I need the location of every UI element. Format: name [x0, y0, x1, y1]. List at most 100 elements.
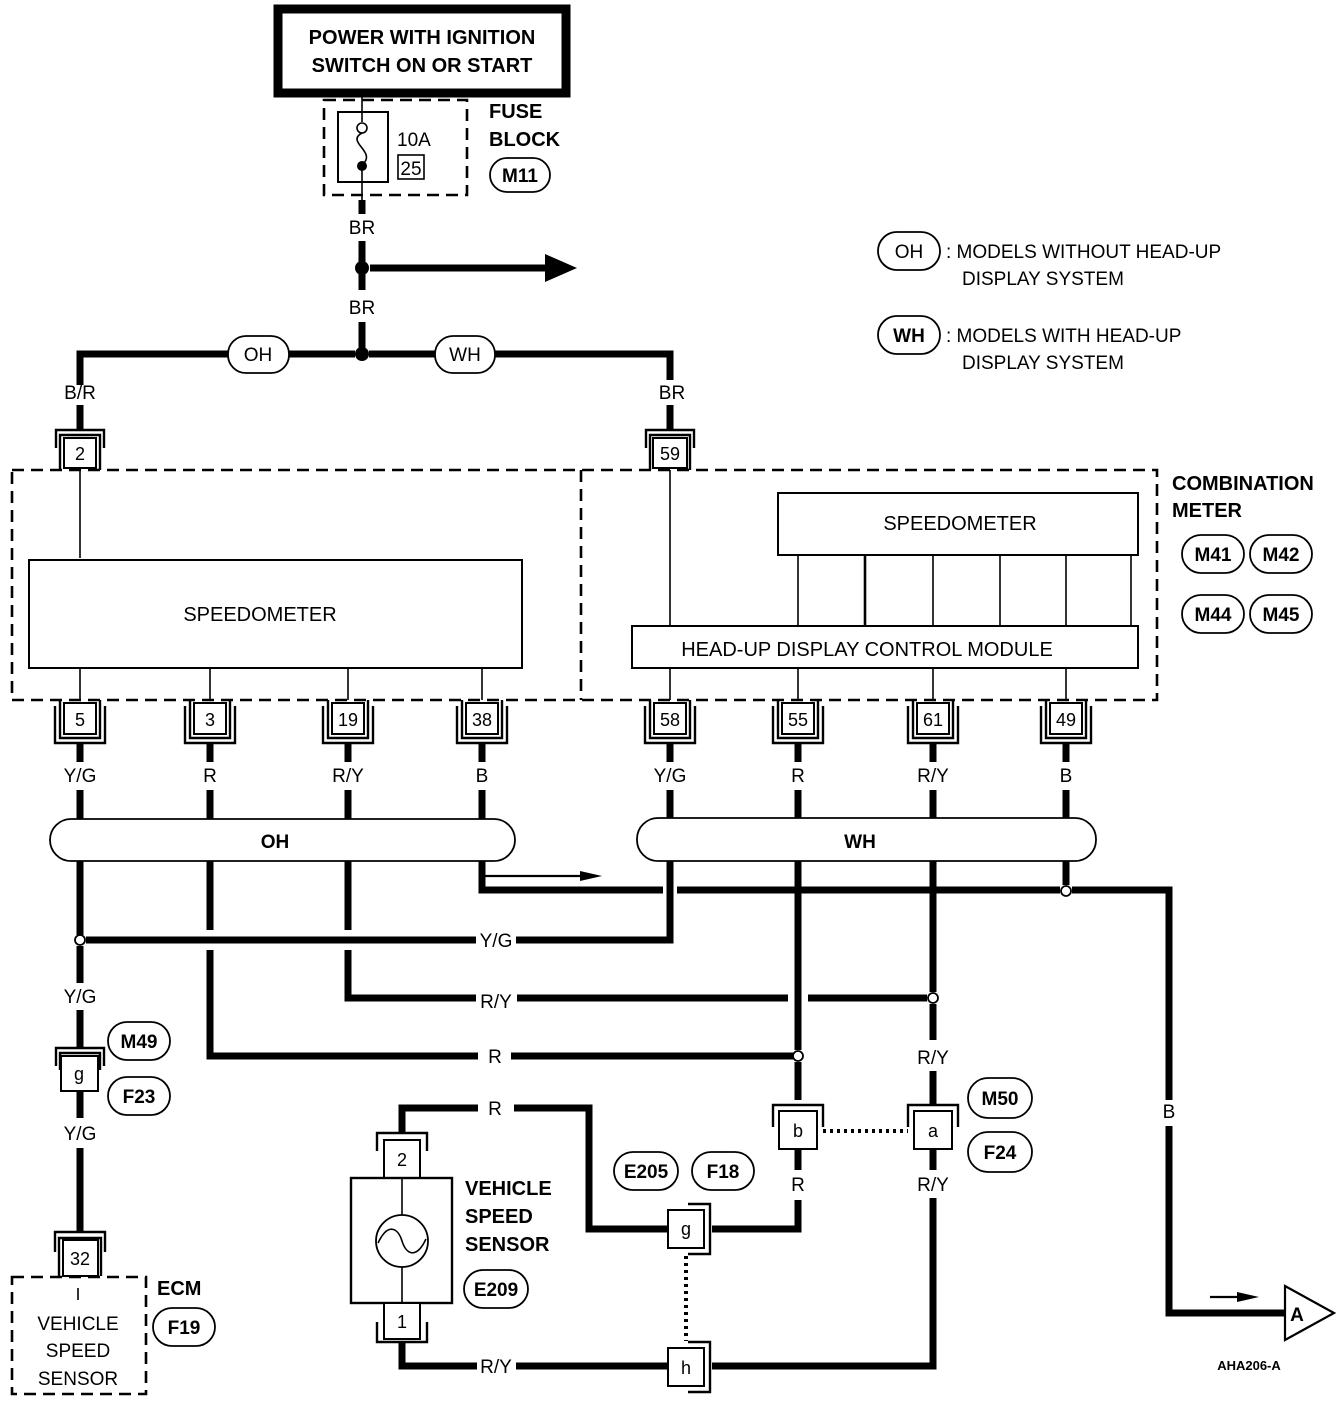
- junction-icon: [1060, 885, 1072, 897]
- continuation-arrow-icon: [545, 254, 577, 282]
- wire-color: Y/G: [64, 766, 97, 787]
- fuse-connector-id: M11: [502, 166, 538, 187]
- meter-pin-connector: 19R/Y: [321, 700, 375, 819]
- connector-id: M41: [1195, 545, 1232, 566]
- legend-tag-wh: WH: [893, 326, 925, 347]
- vss-label-2: SPEED: [465, 1206, 533, 1228]
- option-split: OH WH B/R BR: [64, 335, 685, 430]
- fuse-terminal-icon: [356, 122, 368, 134]
- legend-text-oh-1: : MODELS WITHOUT HEAD-UP: [946, 242, 1221, 263]
- connector-pin-top-oh: 2: [54, 428, 106, 558]
- pin-letter: g: [74, 1064, 84, 1084]
- connector-id: M45: [1263, 605, 1300, 626]
- connector-id: M44: [1195, 605, 1232, 626]
- fuse-terminal-icon: [357, 161, 367, 171]
- pin-number: 55: [788, 710, 808, 730]
- wire-color: R/Y: [917, 766, 949, 787]
- speedometer-oh: SPEEDOMETER: [28, 559, 523, 700]
- wire-color-br: BR: [349, 298, 375, 319]
- fuse-block: 10A 25 FUSE BLOCK M11: [322, 97, 561, 200]
- pin-letter: a: [928, 1121, 939, 1141]
- ecm-inner-1: VEHICLE: [37, 1314, 118, 1335]
- pin-number: 19: [338, 710, 358, 730]
- legend-tag-oh: OH: [895, 242, 924, 263]
- connector-id: E209: [474, 1280, 518, 1301]
- meter-pin-connector: 49B: [1039, 700, 1093, 819]
- speedometer-wh: SPEEDOMETER: [777, 492, 1139, 628]
- connector-id: M42: [1263, 545, 1300, 566]
- connector-id: F18: [707, 1162, 740, 1183]
- junction-icon: [74, 934, 86, 946]
- option-tag-oh: [227, 335, 290, 374]
- option-tag-wh: [434, 335, 496, 374]
- wire-color: R/Y: [917, 1048, 949, 1069]
- wire-color: B: [1060, 766, 1073, 787]
- power-source-line2: SWITCH ON OR START: [312, 55, 533, 77]
- combination-meter: COMBINATION METER M41 M42 M44 M45: [10, 468, 1314, 702]
- wire-color: Y/G: [64, 987, 97, 1008]
- wire-color: B: [476, 766, 489, 787]
- ecm-label: ECM: [157, 1278, 201, 1300]
- pin-number: 61: [923, 710, 943, 730]
- connector-id: M50: [982, 1089, 1019, 1110]
- joint-connector-vss: E205 F18 g h: [613, 1151, 937, 1394]
- fuse-block-label-2: BLOCK: [489, 129, 561, 151]
- direction-arrow-icon: [580, 871, 602, 881]
- ecm: 32 VEHICLE SPEED SENSOR ECM F19: [10, 1230, 216, 1396]
- harness-bar-oh: OH: [49, 818, 516, 862]
- legend-text-oh-2: DISPLAY SYSTEM: [962, 269, 1124, 290]
- ecm-inner-3: SENSOR: [38, 1369, 118, 1390]
- ecm-inner-2: SPEED: [46, 1341, 110, 1362]
- fuse-number: 25: [400, 159, 421, 180]
- harness-bar-wh: WH: [636, 817, 1097, 862]
- legend-text-wh-1: : MODELS WITH HEAD-UP: [946, 326, 1181, 347]
- splice-icon: [355, 261, 369, 275]
- wire-color-br: BR: [659, 383, 685, 404]
- option-tag-wh-text: WH: [449, 345, 481, 366]
- pin-number: 32: [70, 1249, 90, 1269]
- hud-module-label: HEAD-UP DISPLAY CONTROL MODULE: [681, 639, 1053, 661]
- power-source-box: POWER WITH IGNITION SWITCH ON OR START: [273, 4, 571, 98]
- fuse-element-icon: [356, 132, 368, 166]
- figure-code: AHA206-A: [1217, 1358, 1281, 1373]
- pin-letter: h: [681, 1358, 691, 1378]
- wire-color: R/Y: [332, 766, 364, 787]
- br-trunk: BR BR: [349, 200, 577, 361]
- connector-id: F19: [168, 1318, 201, 1339]
- wire-color-br: BR: [349, 218, 375, 239]
- harness-bar-oh-label: OH: [261, 832, 290, 853]
- fuse-rating: 10A: [397, 130, 431, 151]
- pin-number: 2: [397, 1150, 407, 1170]
- hud-control-module: HEAD-UP DISPLAY CONTROL MODULE: [631, 625, 1139, 700]
- wire-color: Y/G: [654, 766, 687, 787]
- offpage-ref: A: [1290, 1305, 1304, 1326]
- pin-number: 59: [660, 444, 680, 464]
- wire-color: R: [791, 1175, 805, 1196]
- pin-number: 1: [397, 1312, 407, 1332]
- legend: OH : MODELS WITHOUT HEAD-UP DISPLAY SYST…: [877, 231, 1221, 374]
- connector-id: E205: [624, 1162, 669, 1183]
- combination-meter-label-1: COMBINATION: [1172, 473, 1314, 495]
- meter-pin-connector: 61R/Y: [906, 700, 960, 819]
- meter-pin-connector: 58Y/G: [643, 700, 697, 819]
- power-source-line1: POWER WITH IGNITION: [309, 27, 536, 49]
- pin-number: 3: [205, 710, 215, 730]
- vehicle-speed-sensor: R 2 1 R/Y VEHICLE SPEED SENSOR E209: [349, 1099, 668, 1378]
- wire-color: R/Y: [917, 1175, 949, 1196]
- fuse-block-label-1: FUSE: [489, 101, 542, 123]
- direction-arrow-icon: [1237, 1292, 1259, 1302]
- option-tag-oh-text: OH: [244, 345, 273, 366]
- wire-color: R: [488, 1099, 502, 1120]
- pin-number: 49: [1056, 710, 1076, 730]
- wire-color: R: [488, 1047, 502, 1068]
- meter-pin-connector: 38B: [455, 700, 509, 819]
- wire-color: R/Y: [480, 1357, 512, 1378]
- meter-pin-connector: 55R: [771, 700, 825, 819]
- connector-id: F24: [984, 1143, 1017, 1164]
- joint-connector-right: b R a R/Y M50 F24: [771, 1077, 1033, 1196]
- vss-label-3: SENSOR: [465, 1234, 550, 1256]
- splice-icon: [355, 347, 369, 361]
- pin-letter: g: [681, 1219, 691, 1239]
- offpage-triangle-icon: [1283, 1284, 1337, 1342]
